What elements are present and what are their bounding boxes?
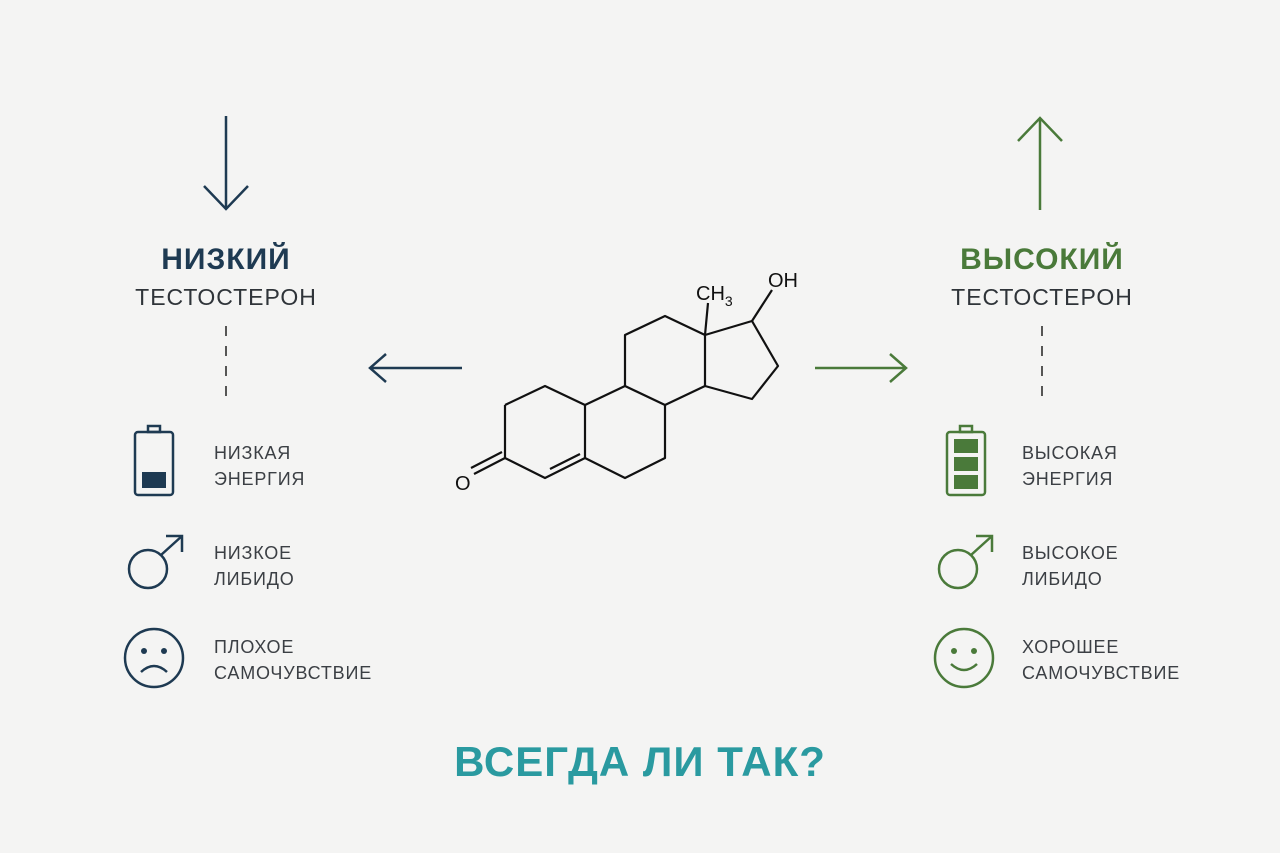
methyl-label: CH3 bbox=[696, 283, 733, 309]
down-arrow-icon bbox=[203, 116, 249, 211]
methyl-label-text: CH bbox=[696, 283, 725, 305]
left-feature-wellbeing: ПЛОХОЕ САМОЧУВСТВИЕ bbox=[214, 634, 372, 686]
right-feature-libido-line1: ВЫСОКОЕ bbox=[1022, 543, 1119, 563]
left-subtitle: ТЕСТОСТЕРОН bbox=[135, 284, 317, 310]
battery-full-icon bbox=[945, 424, 987, 497]
left-feature-energy-line2: ЭНЕРГИЯ bbox=[214, 469, 306, 489]
male-symbol-icon bbox=[127, 534, 184, 590]
battery-low-icon bbox=[133, 424, 175, 497]
right-feature-libido-line2: ЛИБИДО bbox=[1022, 569, 1103, 589]
happy-face-icon bbox=[933, 627, 995, 689]
sad-face-icon bbox=[123, 627, 185, 689]
testosterone-molecule: O CH3 OH bbox=[455, 270, 798, 495]
left-feature-energy: НИЗКАЯ ЭНЕРГИЯ bbox=[214, 440, 305, 492]
up-arrow-icon bbox=[1017, 116, 1063, 210]
oxygen-label: O bbox=[455, 473, 471, 495]
right-subtitle: ТЕСТОСТЕРОН bbox=[951, 284, 1133, 310]
right-dashed-line bbox=[1041, 326, 1043, 404]
left-arrow-icon bbox=[368, 353, 462, 383]
left-dashed-line bbox=[225, 326, 227, 404]
left-feature-energy-line1: НИЗКАЯ bbox=[214, 443, 292, 463]
left-feature-libido-line2: ЛИБИДО bbox=[214, 569, 295, 589]
hydroxyl-label: OH bbox=[768, 270, 798, 292]
right-arrow-icon bbox=[815, 353, 908, 383]
methyl-subscript: 3 bbox=[725, 293, 733, 309]
left-feature-wellbeing-line1: ПЛОХОЕ bbox=[214, 637, 295, 657]
left-title: НИЗКИЙ bbox=[161, 243, 291, 276]
question-heading: ВСЕГДА ЛИ ТАК? bbox=[454, 738, 826, 785]
male-symbol-icon bbox=[937, 534, 994, 590]
right-feature-wellbeing-line2: САМОЧУВСТВИЕ bbox=[1022, 663, 1180, 683]
right-feature-wellbeing: ХОРОШЕЕ САМОЧУВСТВИЕ bbox=[1022, 634, 1180, 686]
right-feature-energy-line2: ЭНЕРГИЯ bbox=[1022, 469, 1114, 489]
left-feature-libido: НИЗКОЕ ЛИБИДО bbox=[214, 540, 295, 592]
right-feature-wellbeing-line1: ХОРОШЕЕ bbox=[1022, 637, 1120, 657]
right-feature-libido: ВЫСОКОЕ ЛИБИДО bbox=[1022, 540, 1118, 592]
right-title: ВЫСОКИЙ bbox=[960, 243, 1124, 276]
left-feature-libido-line1: НИЗКОЕ bbox=[214, 543, 292, 563]
right-feature-energy-line1: ВЫСОКАЯ bbox=[1022, 443, 1118, 463]
right-feature-energy: ВЫСОКАЯ ЭНЕРГИЯ bbox=[1022, 440, 1118, 492]
left-feature-wellbeing-line2: САМОЧУВСТВИЕ bbox=[214, 663, 372, 683]
